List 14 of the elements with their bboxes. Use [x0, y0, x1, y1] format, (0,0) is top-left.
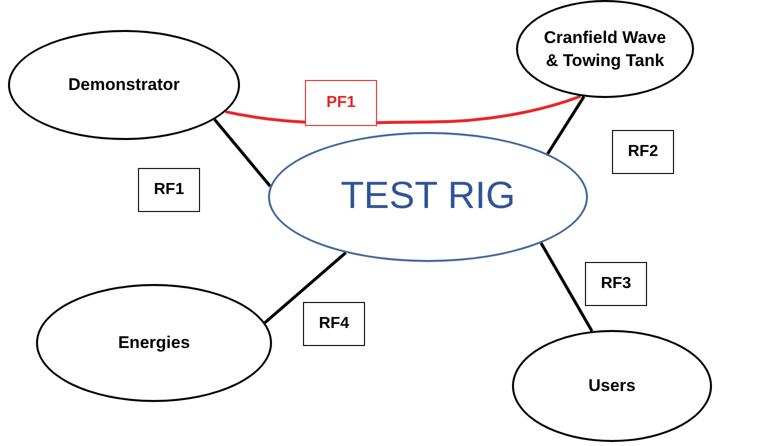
- edge-label: RF1: [138, 168, 200, 212]
- connector-line: [213, 118, 272, 188]
- node-label: Cranfield Wave & Towing Tank: [542, 26, 668, 72]
- connector-line: [546, 96, 586, 155]
- edge-label: RF3: [585, 262, 647, 306]
- node-label: Users: [588, 375, 636, 398]
- connector-line: [540, 242, 594, 332]
- connector-line: [264, 252, 347, 324]
- edge-label: PF1: [305, 80, 377, 126]
- node-label: TEST RIG: [340, 174, 516, 220]
- node-label: Energies: [118, 332, 190, 354]
- edge-label: RF2: [612, 130, 674, 174]
- edge-label: RF4: [303, 302, 365, 346]
- node-label: Demonstrator: [68, 74, 180, 96]
